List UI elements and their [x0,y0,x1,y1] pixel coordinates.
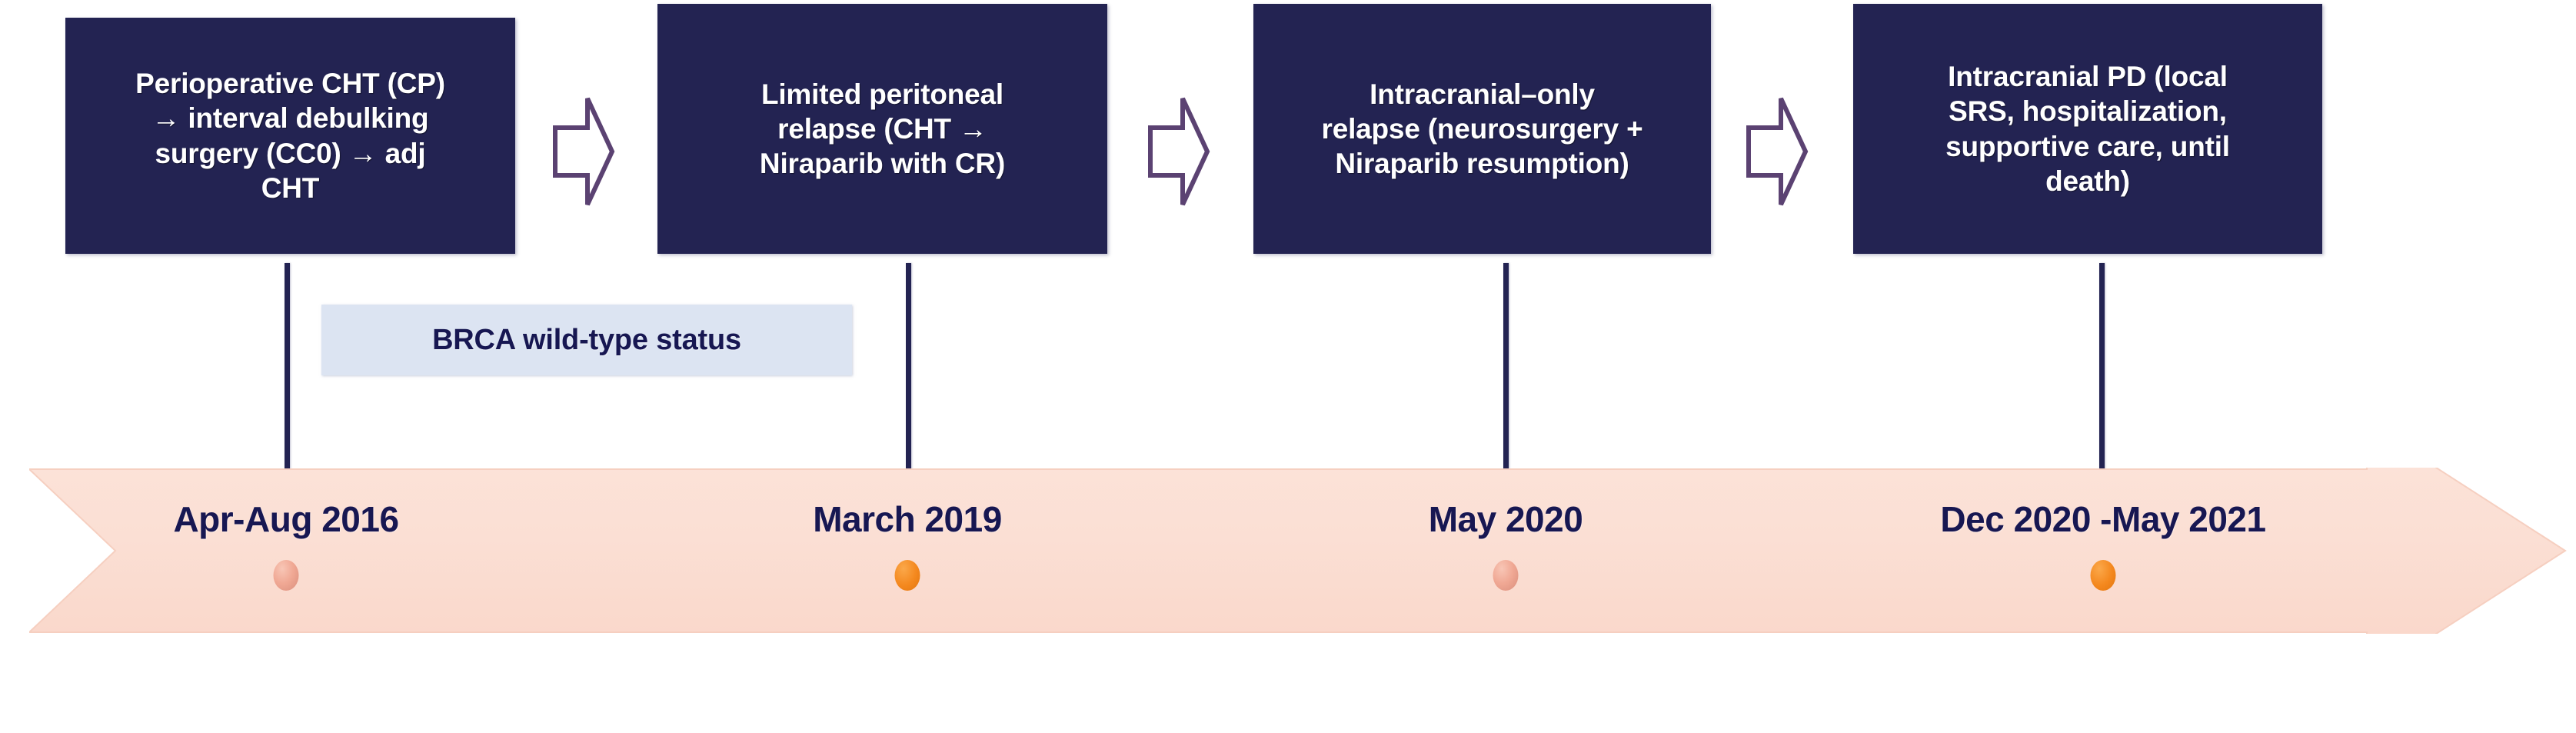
treatment-step-text-3: Intracranial–only relapse (neurosurgery … [1321,78,1643,180]
leader-line-2 [906,263,911,471]
timeline-marker-3 [1493,560,1519,591]
timeline-date-4: Dec 2020 -May 2021 [1940,499,2266,539]
timeline-marker-4 [2090,560,2116,591]
treatment-step-box-3: Intracranial–only relapse (neurosurgery … [1253,4,1711,254]
treatment-step-text-1: Perioperative CHT (CP) → interval debulk… [135,68,445,204]
timeline-date-2: March 2019 [813,499,1002,539]
timeline-marker-1 [273,560,299,591]
brca-status-callout: BRCA wild-type status [321,305,852,375]
treatment-step-text-2: Limited peritoneal relapse (CHT → Nirapa… [759,78,1006,180]
right-chevron-arrow-icon-2 [1146,94,1212,209]
leader-line-3 [1503,263,1509,471]
leader-line-4 [2099,263,2105,471]
timeline-date-1: Apr-Aug 2016 [173,499,399,539]
treatment-step-box-1: Perioperative CHT (CP) → interval debulk… [65,18,515,254]
treatment-step-text-4: Intracranial PD (local SRS, hospitalizat… [1945,61,2230,197]
right-arrow-band-icon [29,468,2567,634]
brca-status-label: BRCA wild-type status [432,323,741,356]
right-chevron-arrow-icon-1 [551,94,617,209]
timeline-marker-2 [894,560,920,591]
treatment-step-box-2: Limited peritoneal relapse (CHT → Nirapa… [657,4,1107,254]
leader-line-1 [285,263,290,471]
right-chevron-arrow-icon-3 [1744,94,1810,209]
timeline-date-3: May 2020 [1428,499,1583,539]
treatment-step-box-4: Intracranial PD (local SRS, hospitalizat… [1853,4,2322,254]
